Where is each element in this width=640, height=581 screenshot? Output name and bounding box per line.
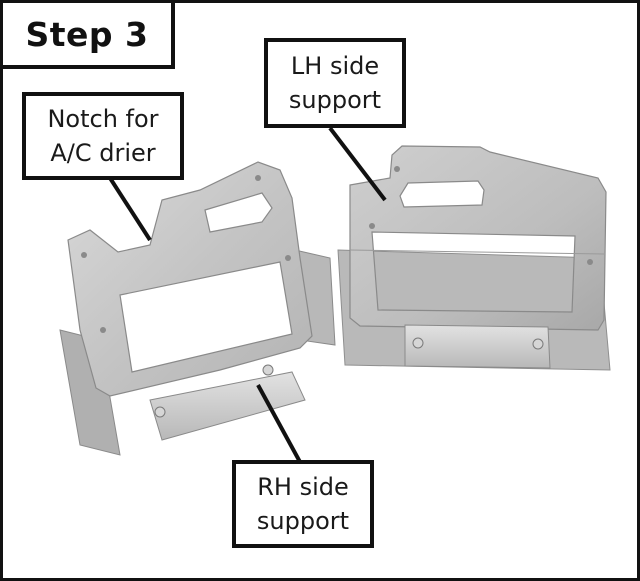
step-title: Step 3 — [25, 14, 149, 54]
notch-callout-line2: A/C drier — [50, 139, 156, 167]
rh-callout-line1: RH side — [257, 473, 349, 501]
rh-side-support-bracket — [59, 161, 336, 456]
lh-callout-line2: support — [288, 86, 382, 114]
rh-leader-line — [256, 384, 302, 463]
lh-callout-line1: LH side — [290, 52, 380, 80]
notch-leader-line — [108, 176, 152, 242]
lh-callout: LH side support — [264, 38, 406, 128]
notch-callout: Notch for A/C drier — [22, 92, 184, 180]
notch-callout-line1: Notch for — [47, 105, 159, 133]
rh-callout-line2: support — [256, 507, 350, 535]
rh-callout: RH side support — [232, 460, 374, 548]
lh-side-support-bracket — [337, 145, 611, 371]
lh-leader-line — [328, 126, 387, 202]
step-label-box: Step 3 — [3, 3, 175, 69]
